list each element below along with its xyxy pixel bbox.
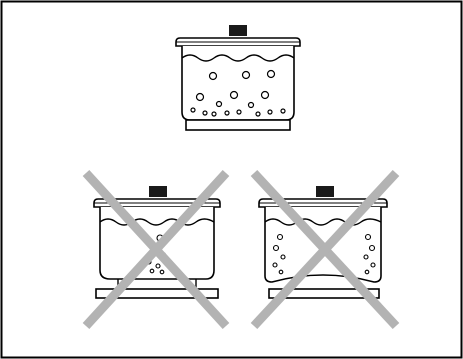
correct-pot-illustration bbox=[175, 25, 301, 131]
water-surface bbox=[99, 218, 215, 226]
hob-plate bbox=[95, 288, 219, 299]
lid-knob-icon bbox=[316, 186, 334, 197]
bubbles-icon bbox=[272, 233, 376, 275]
water-surface bbox=[264, 218, 382, 226]
hob-plate bbox=[268, 288, 380, 299]
water-surface bbox=[181, 54, 295, 62]
pot-base bbox=[185, 119, 291, 131]
pot-body bbox=[181, 46, 295, 121]
cross-mark-icon bbox=[250, 169, 400, 330]
bubbles-icon bbox=[190, 69, 286, 117]
lid-knob-icon bbox=[149, 186, 167, 197]
cross-mark-icon bbox=[82, 169, 230, 330]
lid-knob-icon bbox=[229, 25, 247, 36]
incorrect-pot-left-illustration bbox=[82, 169, 230, 330]
incorrect-pot-right-illustration bbox=[250, 169, 400, 330]
